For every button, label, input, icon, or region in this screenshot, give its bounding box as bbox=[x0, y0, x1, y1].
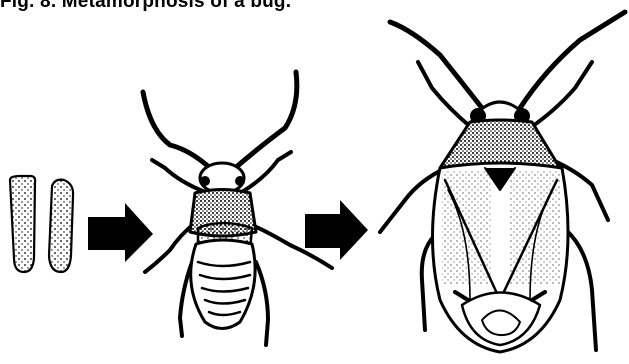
right-arrow-icon bbox=[88, 203, 153, 262]
egg-right bbox=[49, 180, 73, 272]
adult-bug-icon bbox=[380, 12, 625, 352]
nymph-bug-icon bbox=[143, 72, 332, 345]
egg-icon bbox=[10, 176, 73, 272]
egg-left bbox=[10, 176, 35, 272]
right-arrow-icon bbox=[305, 200, 368, 260]
